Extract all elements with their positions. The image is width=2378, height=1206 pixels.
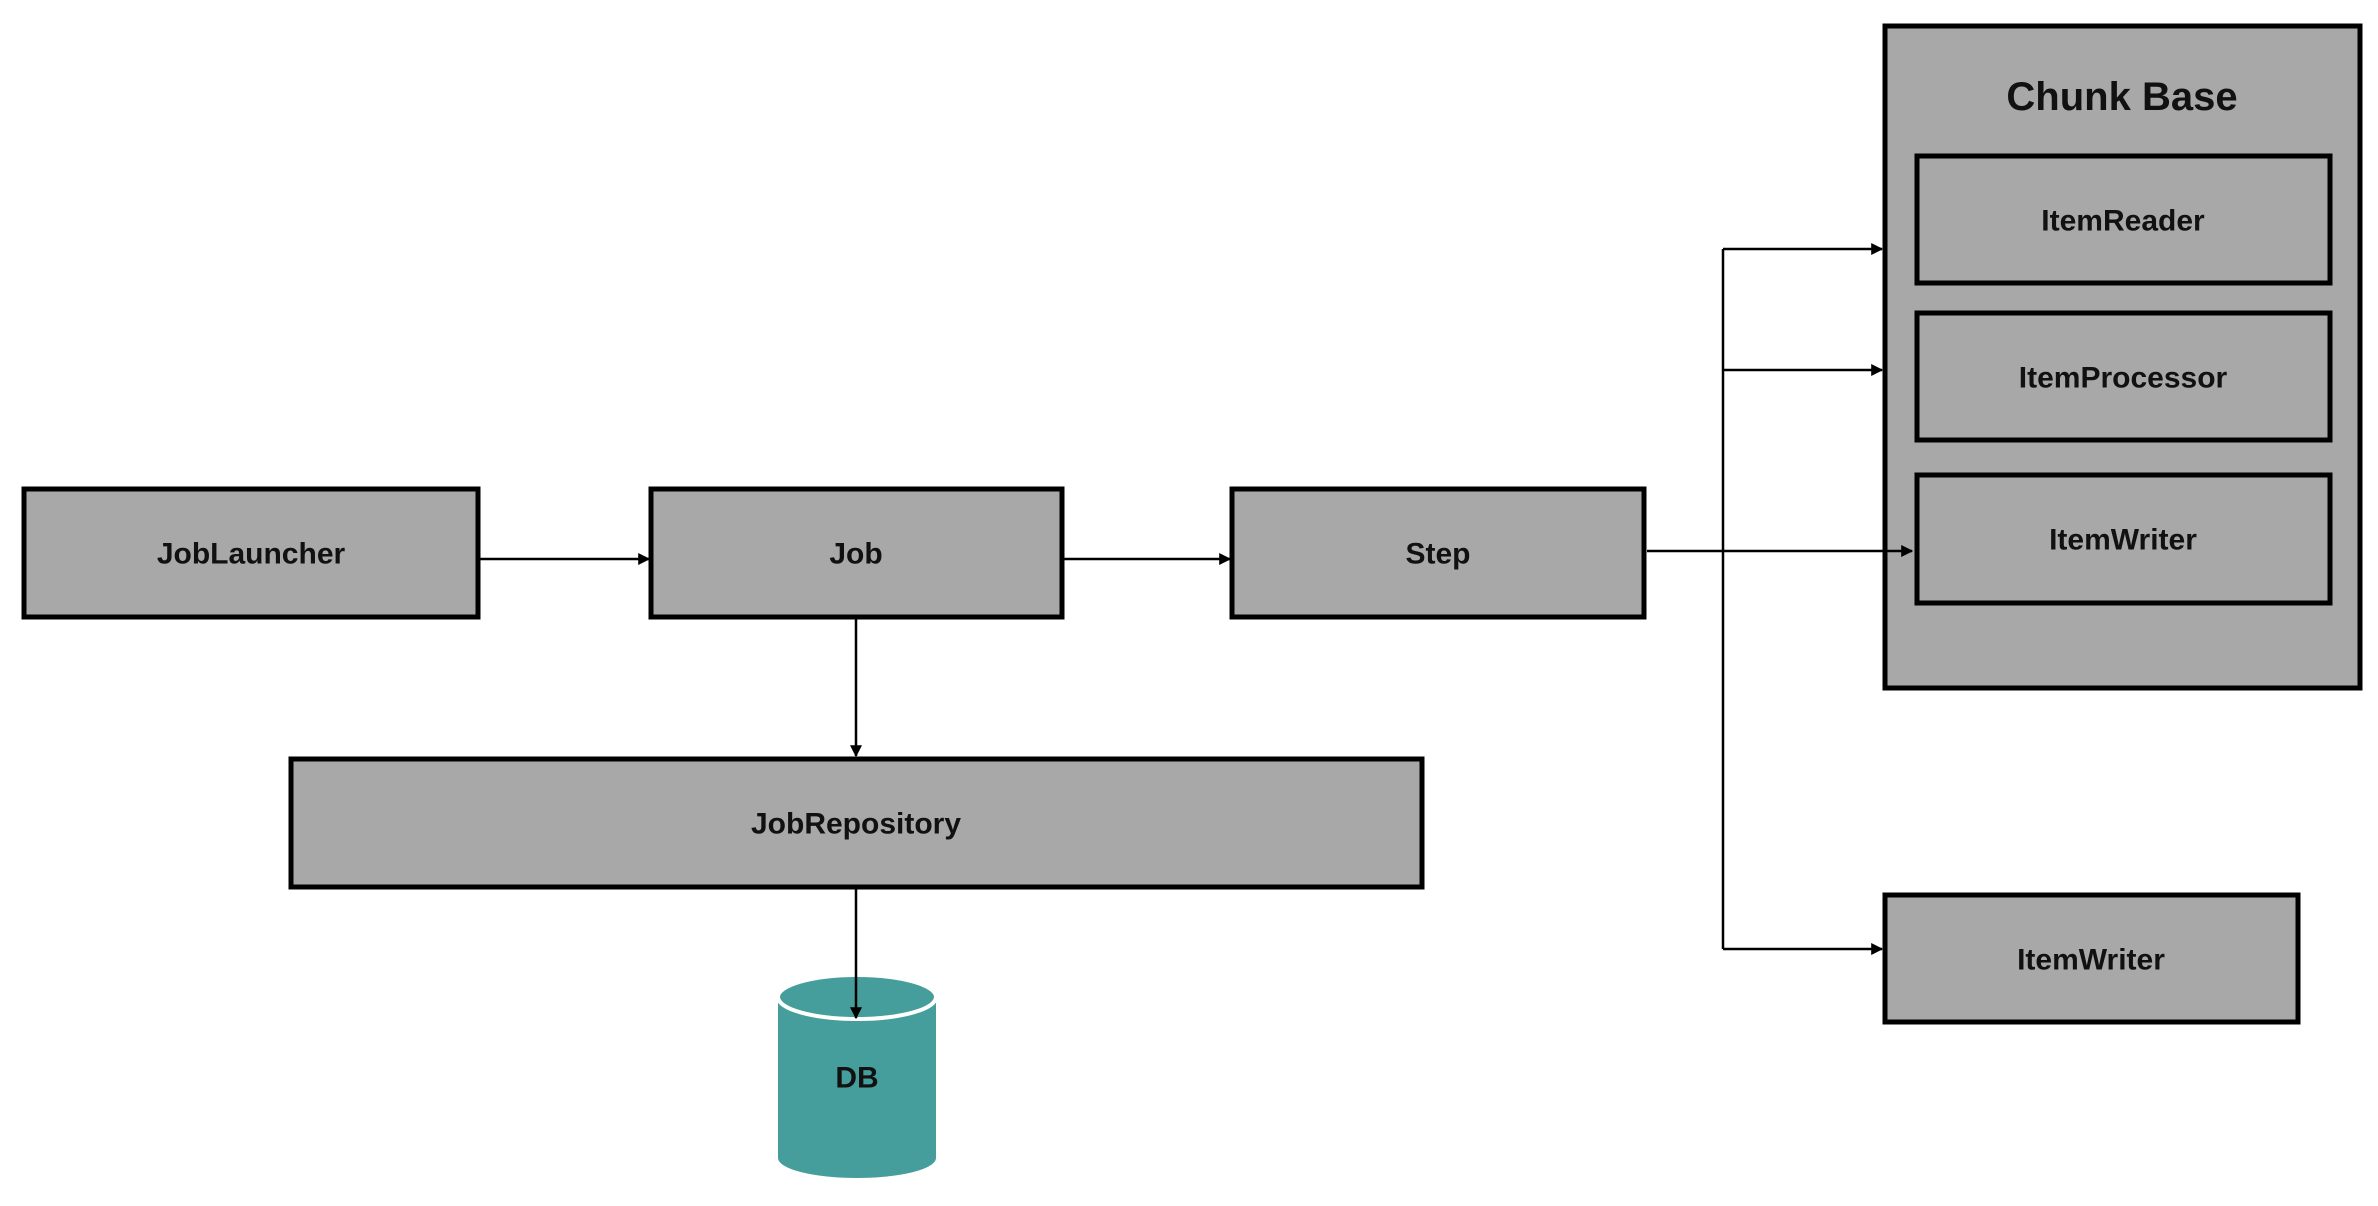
- job-node: Job: [648, 486, 1065, 620]
- step-box: [1229, 486, 1647, 620]
- job-repository-box: [288, 756, 1425, 890]
- connectors: [478, 243, 1914, 1020]
- item-reader-node: ItemReader: [1914, 153, 2333, 286]
- job-launcher-box: [21, 486, 481, 620]
- step-node: Step: [1229, 486, 1647, 620]
- item-writer-standalone-node: ItemWriter: [1882, 892, 2301, 1025]
- item-writer-chunk-label: ItemWriter: [2049, 524, 2197, 557]
- item-reader-box: [1914, 153, 2333, 286]
- item-writer-chunk-node: ItemWriter: [1914, 472, 2333, 606]
- item-processor-label: ItemProcessor: [2019, 362, 2228, 395]
- db-cylinder-body: [778, 997, 936, 1178]
- item-reader-label: ItemReader: [2041, 205, 2205, 238]
- item-processor-node: ItemProcessor: [1914, 310, 2333, 443]
- job-launcher-node: JobLauncher: [21, 486, 481, 620]
- db-label: DB: [835, 1062, 878, 1095]
- item-processor-box: [1914, 310, 2333, 443]
- item-writer-chunk-box: [1914, 472, 2333, 606]
- step-label: Step: [1405, 538, 1470, 571]
- job-repository-node: JobRepository: [288, 756, 1425, 890]
- chunk-base-title: Chunk Base: [2006, 75, 2237, 119]
- job-launcher-label: JobLauncher: [157, 538, 346, 571]
- item-writer-standalone-label: ItemWriter: [2017, 944, 2165, 977]
- item-writer-standalone-box: [1882, 892, 2301, 1025]
- job-repository-label: JobRepository: [751, 808, 961, 841]
- job-label: Job: [829, 538, 882, 571]
